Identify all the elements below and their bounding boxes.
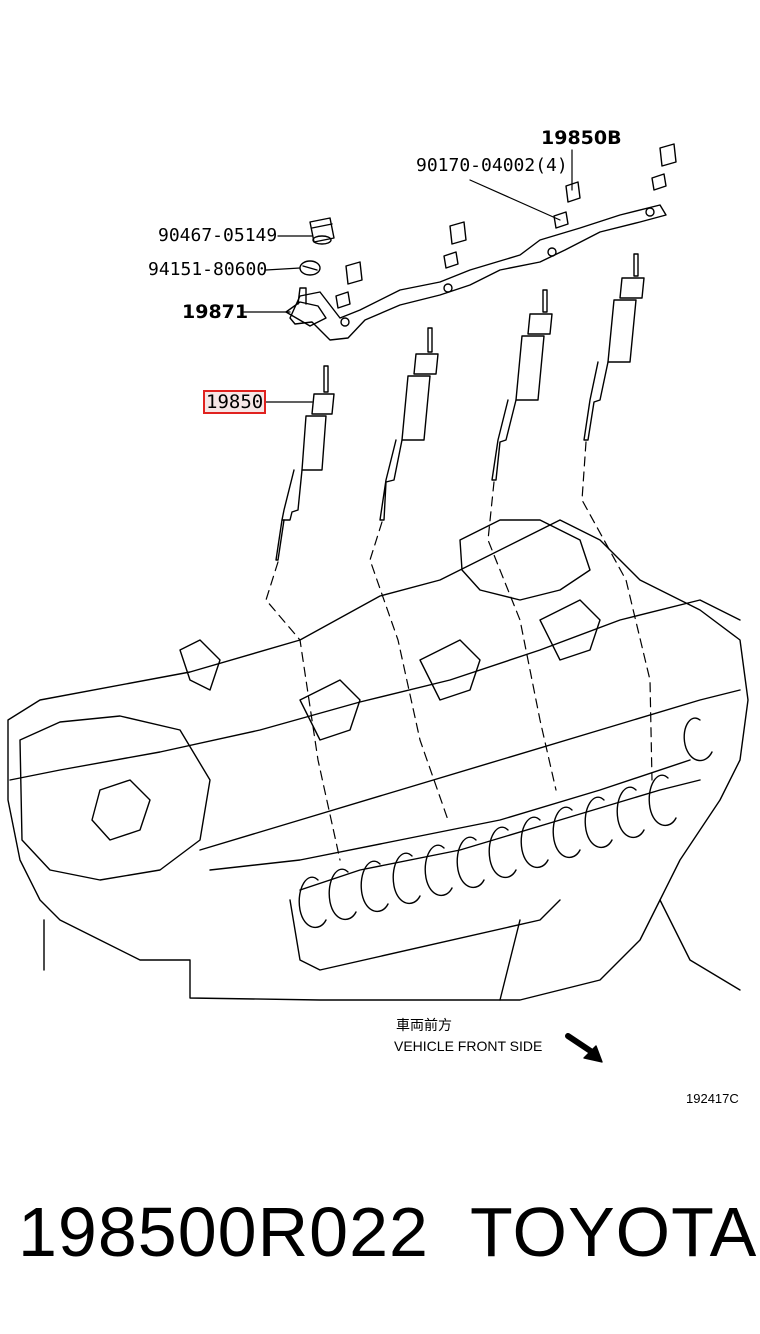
figure-id: 192417C bbox=[686, 1091, 739, 1106]
footer-brand: TOYOTA bbox=[470, 1193, 758, 1271]
glow-plug-1 bbox=[275, 365, 335, 561]
engine-lower-block bbox=[43, 899, 741, 1001]
vehicle-front-arrow-icon bbox=[565, 1033, 603, 1063]
footer-part-number: 198500R022 bbox=[18, 1193, 429, 1271]
glow-plug-4 bbox=[583, 253, 645, 441]
stud-19871 bbox=[285, 287, 327, 327]
callout-19871[interactable]: 19871 bbox=[182, 301, 249, 323]
nut-94151-80600 bbox=[299, 260, 321, 276]
vehicle-front-note-japanese: 車両前方 bbox=[396, 1017, 452, 1033]
callout-94151-80600[interactable]: 94151-80600 bbox=[148, 259, 268, 280]
callout-leaders bbox=[243, 149, 573, 403]
glow-plug-3 bbox=[491, 289, 553, 481]
connection-bar bbox=[289, 204, 667, 341]
callout-90467-05149[interactable]: 90467-05149 bbox=[158, 225, 278, 246]
nut-small-row bbox=[335, 143, 677, 309]
exploded-parts-diagram bbox=[7, 143, 749, 1063]
installation-guide-lines bbox=[265, 441, 653, 861]
cylinder-head bbox=[7, 519, 749, 1001]
vehicle-front-note-english: VEHICLE FRONT SIDE bbox=[394, 1038, 543, 1054]
port-openings bbox=[298, 717, 713, 929]
callout-19850-highlighted[interactable]: 19850 bbox=[203, 390, 267, 414]
callout-90170-04002[interactable]: 90170-04002(4) bbox=[416, 155, 568, 176]
nut-90467-05149 bbox=[309, 217, 335, 245]
glow-plug-2 bbox=[379, 327, 439, 521]
callout-19850b[interactable]: 19850B bbox=[541, 127, 622, 149]
